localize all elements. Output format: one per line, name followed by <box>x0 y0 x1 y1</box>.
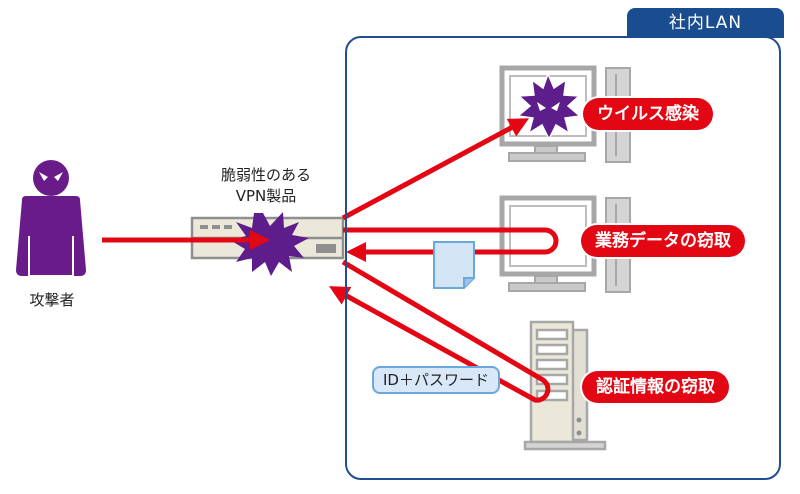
vpn-label-line2: VPN製品 <box>235 187 297 205</box>
internal-network-boundary <box>345 36 781 480</box>
vpn-label-line1: 脆弱性のある <box>220 166 311 184</box>
vpn-label: 脆弱性のある VPN製品 <box>196 165 336 207</box>
data-theft-callout: 業務データの窃取 <box>581 225 745 257</box>
credentials-tag: ID＋パスワード <box>372 366 500 394</box>
credential-theft-arrow <box>328 259 551 403</box>
attacker-figure-icon <box>16 160 86 276</box>
infection-arrow <box>341 118 530 221</box>
credential-theft-callout: 認証情報の窃取 <box>582 371 729 403</box>
virus-infection-callout: ウイルス感染 <box>583 98 713 130</box>
virus-icon <box>516 71 582 141</box>
attacker-label: 攻撃者 <box>29 291 75 309</box>
server-tower-icon <box>523 320 607 451</box>
data-theft-arrow <box>343 227 559 262</box>
document-icon <box>433 241 475 289</box>
internal-network-label: 社内LAN <box>627 8 784 38</box>
